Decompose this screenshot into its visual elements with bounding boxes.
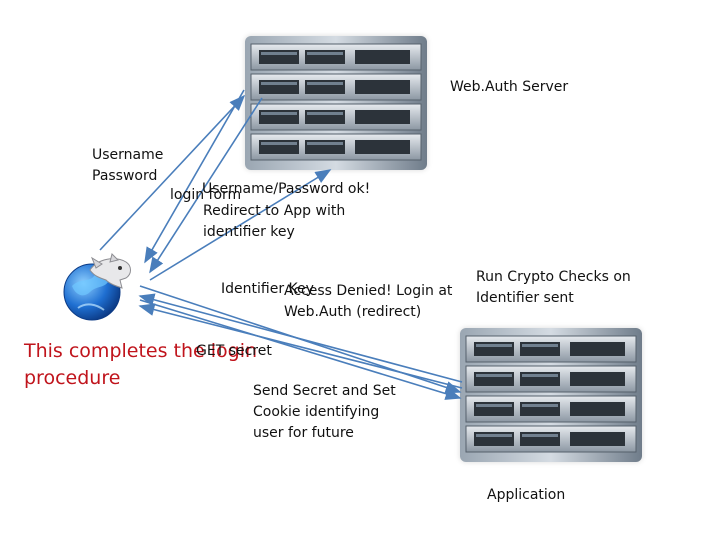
send-secret-label: Send Secret and Set Cookie identifying u… (253, 383, 396, 441)
webauth-server-image (245, 36, 427, 170)
browser-globe-icon (63, 253, 131, 321)
application-server-image (460, 328, 642, 462)
arrow-get-secret-to-app (139, 299, 462, 400)
redirect-label: Redirect to App with identifier key (203, 203, 346, 240)
username-ok-label: Username/Password ok! (202, 181, 371, 197)
arrow-login-form-to-client (144, 89, 245, 264)
arrow-client-to-server (149, 169, 332, 281)
login-form-label: login form (170, 187, 242, 203)
completes-login-note: This completes the login procedure (24, 340, 258, 389)
get-secret-label: GET secret (196, 343, 272, 359)
arrow-redirect-to-client (149, 97, 263, 274)
access-denied-label: Access Denied! Login at Web.Auth (redire… (284, 283, 453, 320)
application-label: Application (487, 487, 566, 503)
identifier-key-label: Identifier Key (221, 281, 314, 297)
arrow-access-denied-to-client (138, 293, 463, 383)
username-password-label: Username Password (92, 147, 164, 184)
arrow-credentials-to-server (99, 94, 246, 251)
arrow-send-secret-to-client (138, 303, 463, 389)
run-crypto-label: Run Crypto Checks on Identifier sent (476, 269, 631, 306)
webauth-server-label: Web.Auth Server (450, 79, 569, 95)
